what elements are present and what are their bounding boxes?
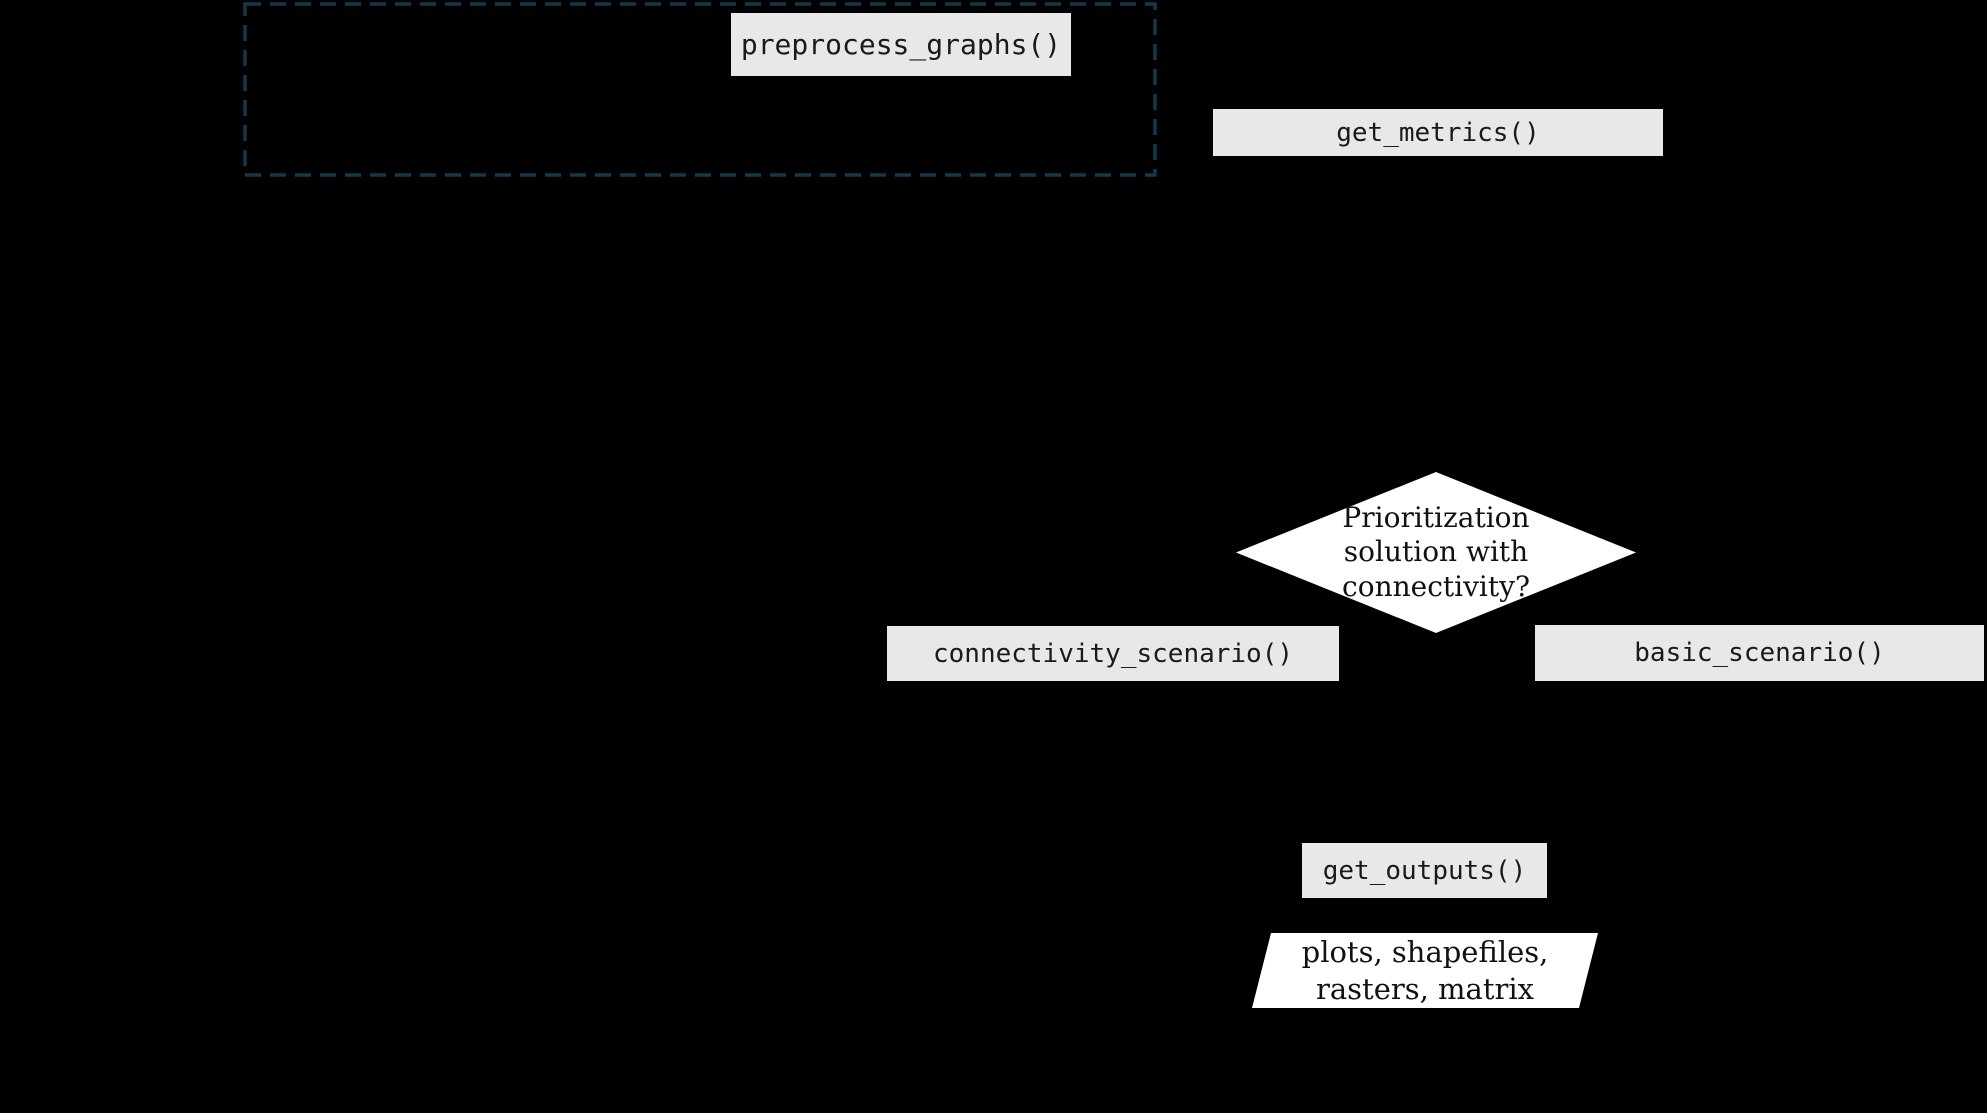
node-connectivity-scenario: connectivity_scenario() [887, 626, 1339, 681]
node-basic-scenario: basic_scenario() [1535, 625, 1984, 681]
node-get-outputs: get_outputs() [1302, 843, 1547, 898]
node-outputs-parallelogram: plots, shapefiles, rasters, matrix [1252, 933, 1598, 1008]
node-get-metrics: get_metrics() [1213, 109, 1663, 156]
node-decision-prioritization: Prioritization solution with connectivit… [1236, 472, 1636, 633]
node-preprocess-graphs: preprocess_graphs() [731, 13, 1071, 76]
